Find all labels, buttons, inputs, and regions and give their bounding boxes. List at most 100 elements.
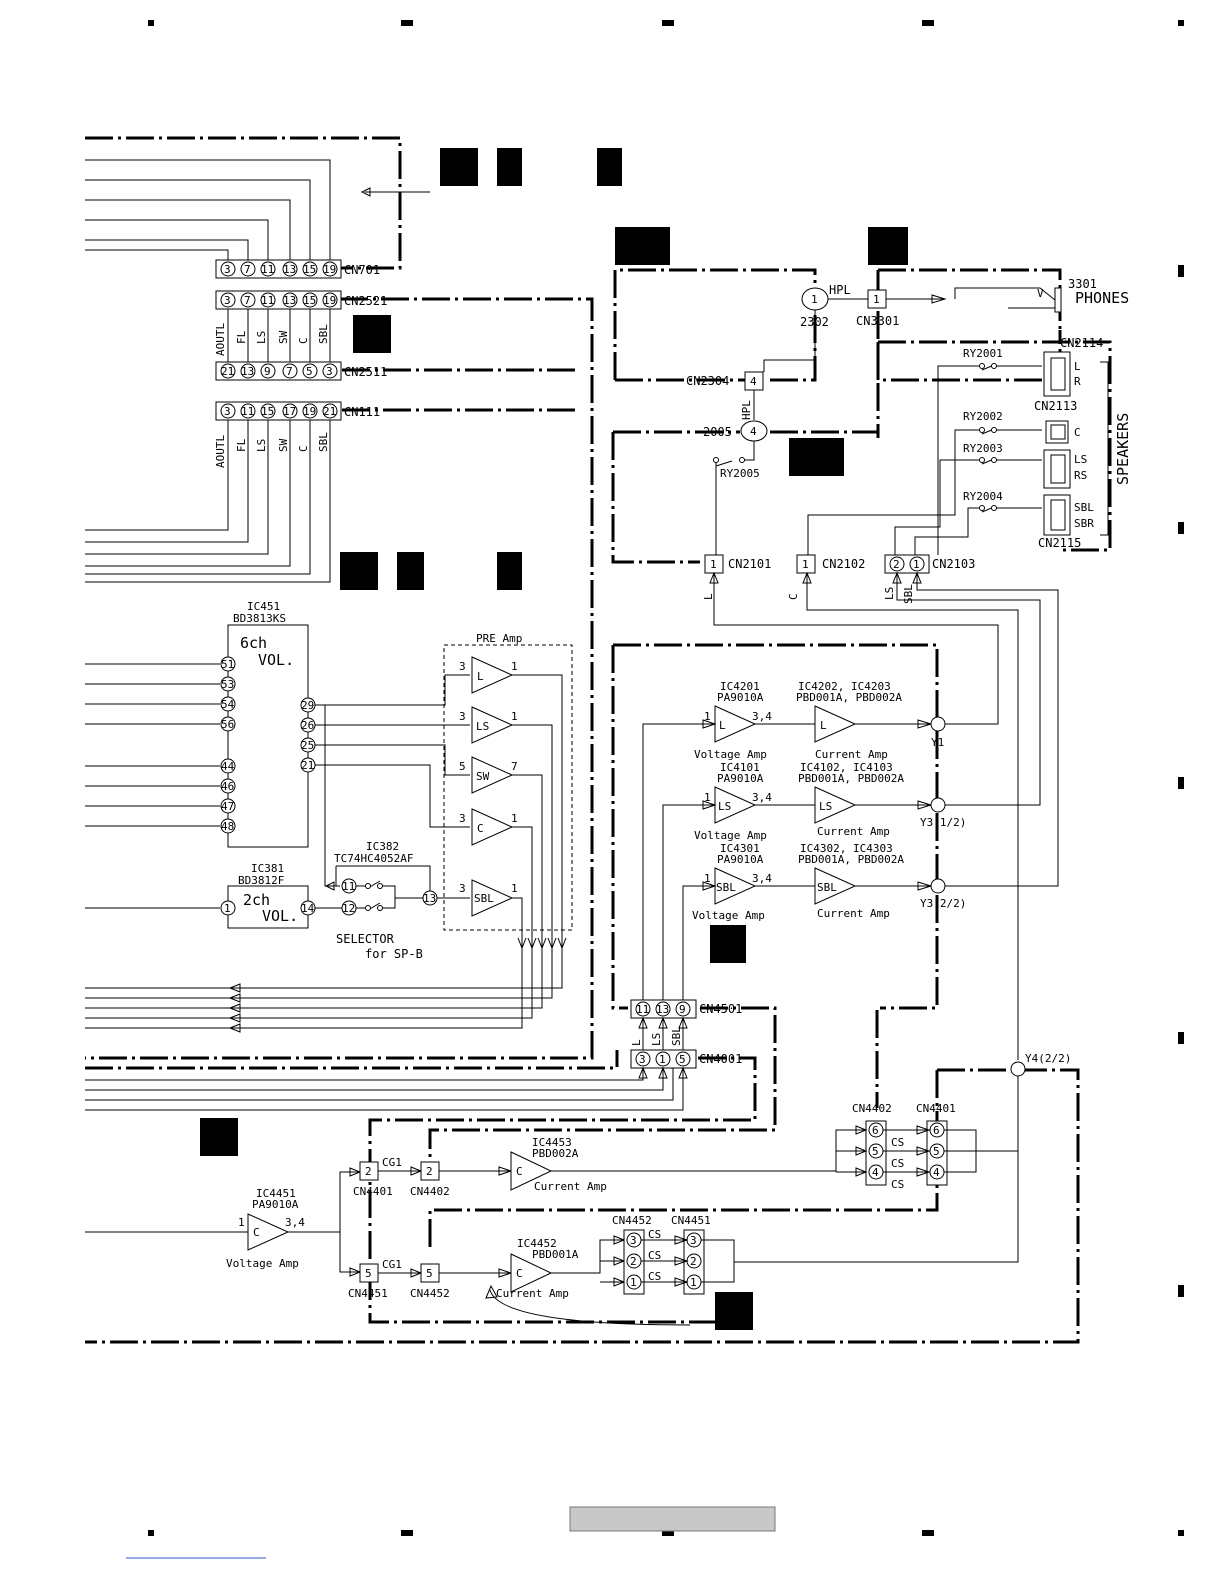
svg-text:1: 1 [704, 791, 711, 804]
connector-cn111: 3 11 15 17 19 21 CN111 [215, 401, 380, 421]
svg-text:Current Amp: Current Amp [817, 907, 890, 920]
ic4453-stage: 2 CN4401 CG1 2 CN4402 IC4453 PBD002A C C… [353, 1136, 836, 1198]
svg-text:LS: LS [476, 720, 489, 733]
svg-text:CN3301: CN3301 [856, 314, 899, 328]
svg-text:3: 3 [224, 294, 231, 307]
svg-text:15: 15 [261, 405, 274, 418]
svg-text:PA9010A: PA9010A [252, 1198, 299, 1211]
svg-text:CN4401: CN4401 [916, 1102, 956, 1115]
svg-text:PA9010A: PA9010A [717, 772, 764, 785]
svg-text:2302: 2302 [800, 315, 829, 329]
svg-text:IC4452: IC4452 [517, 1237, 557, 1250]
svg-text:7: 7 [244, 263, 251, 276]
svg-text:54: 54 [221, 698, 235, 711]
svg-text:CS: CS [648, 1249, 661, 1262]
registration-marks [148, 20, 1184, 1536]
svg-text:Y4(2/2): Y4(2/2) [1025, 1052, 1071, 1065]
svg-text:SBL: SBL [474, 892, 494, 905]
svg-text:CS: CS [891, 1157, 904, 1170]
svg-text:BD3813KS: BD3813KS [233, 612, 286, 625]
svg-text:1: 1 [690, 1276, 697, 1289]
svg-text:LS: LS [650, 1033, 663, 1046]
svg-text:VOL.: VOL. [258, 651, 294, 669]
svg-text:CN2113: CN2113 [1034, 399, 1077, 413]
svg-text:R: R [1074, 375, 1081, 388]
svg-text:BD3812F: BD3812F [238, 874, 284, 887]
svg-text:SBL: SBL [1074, 501, 1094, 514]
pre-amp-title: PRE Amp [476, 632, 522, 645]
svg-text:15: 15 [303, 294, 316, 307]
svg-text:1: 1 [704, 710, 711, 723]
svg-text:CN2304: CN2304 [686, 374, 729, 388]
svg-text:RY2002: RY2002 [963, 410, 1003, 423]
power-amp-sbl: IC4301 PA9010A SBL 1 3,4 Voltage Amp IC4… [692, 842, 966, 922]
svg-text:5: 5 [459, 760, 466, 773]
board-borders [85, 136, 1112, 1344]
svg-text:7: 7 [511, 760, 518, 773]
svg-text:LS: LS [819, 800, 832, 813]
svg-text:RS: RS [1074, 469, 1087, 482]
speaker-terminals: CN2114 L R CN2113 C LS RS SBL SBR CN2115… [1034, 336, 1132, 550]
svg-text:IC4451: IC4451 [256, 1187, 296, 1200]
svg-text:1: 1 [511, 660, 518, 673]
svg-text:3: 3 [630, 1234, 637, 1247]
svg-text:3: 3 [459, 660, 466, 673]
svg-text:1: 1 [224, 902, 231, 915]
svg-text:CN4452: CN4452 [410, 1287, 450, 1300]
svg-text:21: 21 [323, 405, 336, 418]
svg-text:19: 19 [323, 263, 336, 276]
svg-text:Current Amp: Current Amp [496, 1287, 569, 1300]
svg-text:1: 1 [511, 882, 518, 895]
svg-text:LS: LS [718, 800, 731, 813]
svg-text:IC4201: IC4201 [720, 680, 760, 693]
ic4452-stage: 5 CN4451 CG1 5 CN4452 IC4452 PBD001A C C… [348, 1214, 735, 1326]
svg-text:6: 6 [872, 1124, 879, 1137]
svg-text:TC74HC4052AF: TC74HC4052AF [334, 852, 413, 865]
svg-text:C: C [297, 445, 310, 452]
svg-text:IC451: IC451 [247, 600, 280, 613]
svg-text:3: 3 [326, 365, 333, 378]
svg-text:2: 2 [690, 1255, 697, 1268]
svg-text:PA9010A: PA9010A [717, 853, 764, 866]
svg-text:13: 13 [283, 263, 296, 276]
svg-text:Y3(2/2): Y3(2/2) [920, 897, 966, 910]
svg-text:11: 11 [241, 405, 254, 418]
svg-text:48: 48 [221, 820, 234, 833]
svg-text:Current Amp: Current Amp [534, 1180, 607, 1193]
svg-text:29: 29 [301, 699, 314, 712]
svg-text:9: 9 [264, 365, 271, 378]
ic451: IC451 BD3813KS 6ch VOL. 51 53 54 56 44 4… [85, 600, 316, 848]
svg-text:L: L [477, 670, 484, 683]
pre-amp: PRE Amp L 3 1 LS 3 1 SW 5 7 C 3 1 SBL 3 … [85, 632, 567, 1033]
svg-text:3: 3 [459, 882, 466, 895]
svg-text:2: 2 [365, 1165, 372, 1178]
svg-text:3,4: 3,4 [285, 1216, 305, 1229]
svg-text:SELECTOR: SELECTOR [336, 932, 395, 946]
ic382-selector: IC382 TC74HC4052AF 11 12 13 SELECTOR for… [334, 840, 438, 961]
svg-text:9: 9 [679, 1003, 686, 1016]
connector-cn2521: 3 7 11 13 15 19 CN2521 [215, 290, 387, 310]
svg-text:SBL: SBL [716, 881, 736, 894]
svg-text:VOL.: VOL. [262, 907, 298, 925]
svg-text:CN4452: CN4452 [612, 1214, 652, 1227]
svg-text:4: 4 [750, 425, 757, 438]
svg-text:7: 7 [286, 365, 293, 378]
svg-text:17: 17 [283, 405, 296, 418]
svg-text:21: 21 [301, 759, 314, 772]
svg-text:FL: FL [235, 330, 248, 344]
svg-text:LS: LS [1074, 453, 1087, 466]
svg-text:1: 1 [913, 558, 920, 571]
svg-text:CG1: CG1 [382, 1258, 402, 1271]
svg-text:SBL: SBL [670, 1026, 683, 1046]
cn2521-label: CN2521 [344, 294, 387, 308]
svg-text:3301: 3301 [1068, 277, 1097, 291]
svg-text:SBL: SBL [902, 584, 915, 604]
svg-text:L: L [702, 593, 715, 600]
svg-text:LS: LS [255, 331, 268, 344]
svg-text:56: 56 [221, 718, 234, 731]
svg-text:4: 4 [933, 1166, 940, 1179]
svg-text:2: 2 [893, 558, 900, 571]
svg-text:IC4102, IC4103: IC4102, IC4103 [800, 761, 893, 774]
svg-text:7: 7 [244, 294, 251, 307]
svg-text:CN4401: CN4401 [353, 1185, 393, 1198]
